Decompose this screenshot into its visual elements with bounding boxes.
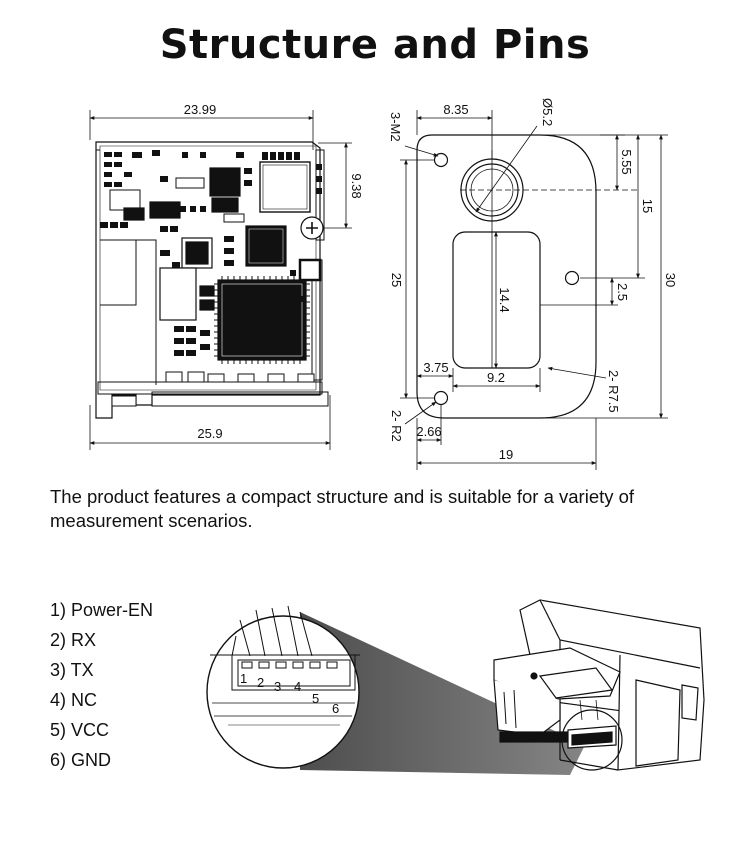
front-view-drawing xyxy=(400,110,668,470)
pin-number: 5 xyxy=(312,691,319,706)
pin-number: 1 xyxy=(240,671,247,686)
device-illustration xyxy=(493,599,705,771)
dim-hole-offset: 8.35 xyxy=(443,102,468,117)
dim-lens-diameter: Ø5.2 xyxy=(540,98,555,126)
pin-number: 3 xyxy=(274,679,281,694)
pin-item: 4) NC xyxy=(50,690,98,710)
dimension-labels: 23.99 9.38 25.9 8.35 Ø5.2 3-M2 5.55 15 3… xyxy=(184,98,678,462)
pin-item: 2) RX xyxy=(50,630,97,650)
dim-bottom-radius: 2- R2 xyxy=(389,410,404,442)
dim-total-width: 19 xyxy=(499,447,513,462)
dim-window-height: 14.4 xyxy=(497,287,512,312)
pin-item: 3) TX xyxy=(50,660,94,680)
dim-upper-height: 15 xyxy=(640,199,655,213)
dim-board-width: 23.99 xyxy=(184,102,217,117)
pin-number: 6 xyxy=(332,701,339,716)
pin-item: 5) VCC xyxy=(50,720,110,740)
dim-board-total-width: 25.9 xyxy=(197,426,222,441)
dim-total-height: 30 xyxy=(663,273,678,287)
product-description: The product features a compact structure… xyxy=(50,486,635,531)
dim-lens-center-height: 5.55 xyxy=(619,149,634,174)
connector-magnified xyxy=(206,605,360,769)
dim-mount-holes: 3-M2 xyxy=(388,112,403,142)
pcb-drawing xyxy=(89,110,352,450)
dim-right-hole-offset: 2.5 xyxy=(615,283,630,301)
dim-corner-radius: 2- R7.5 xyxy=(606,370,621,413)
dim-left-offset: 3.75 xyxy=(423,360,448,375)
dim-left-height: 25 xyxy=(389,273,404,287)
dim-window-width: 9.2 xyxy=(487,370,505,385)
dim-board-side-offset: 9.38 xyxy=(349,173,364,198)
dim-bottom-offset: 2.66 xyxy=(416,424,441,439)
pin-item: 6) GND xyxy=(50,750,112,770)
pin-list: 1) Power-EN 2) RX 3) TX 4) NC 5) VCC 6) … xyxy=(50,598,153,778)
pin-number: 4 xyxy=(294,679,301,694)
connector-pin-numbers: 1 2 3 4 5 6 xyxy=(240,671,339,716)
page-title: Structure and Pins xyxy=(159,22,591,68)
pin-number: 2 xyxy=(257,675,264,690)
pin-item: 1) Power-EN xyxy=(50,600,154,620)
